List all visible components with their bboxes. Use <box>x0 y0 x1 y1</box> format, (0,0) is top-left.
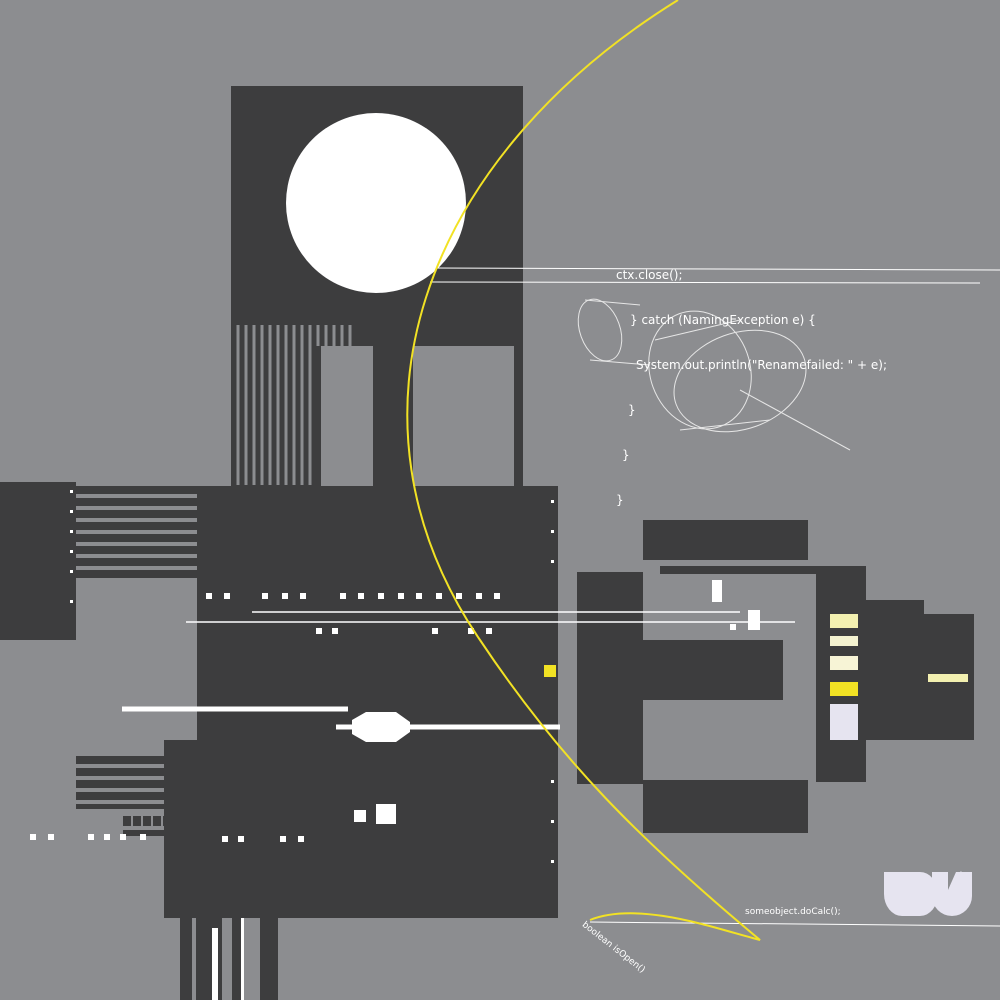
du-logo <box>884 872 972 916</box>
tower-comb <box>236 325 352 485</box>
code-line: } <box>628 403 636 417</box>
code-line: System.out.println("Renamefailed: " + e)… <box>636 358 887 372</box>
wireframe-cylinder <box>577 298 851 451</box>
yellow-arc <box>406 0 761 941</box>
right-machine <box>577 520 974 833</box>
dotted-strip <box>70 490 554 863</box>
code-line: } <box>616 493 624 507</box>
code-line: } <box>622 448 630 462</box>
circle-disc <box>286 113 466 293</box>
left-comb-bars <box>76 486 198 836</box>
logo-mark: tm <box>960 870 970 878</box>
right-machine-cutouts <box>666 575 816 780</box>
code-line: ctx.close(); <box>616 268 683 282</box>
call-annotation: someobject.doCalc(); <box>745 907 841 917</box>
leg-highlights <box>212 918 244 1000</box>
swatch-panel <box>544 614 968 740</box>
white-squares <box>30 580 760 842</box>
connector-shape <box>352 712 410 742</box>
main-body <box>0 482 558 918</box>
code-snippet: ctx.close(); } catch (NamingException e)… <box>616 238 887 523</box>
code-line: } catch (NamingException e) { <box>630 313 816 327</box>
legs <box>180 918 278 1000</box>
